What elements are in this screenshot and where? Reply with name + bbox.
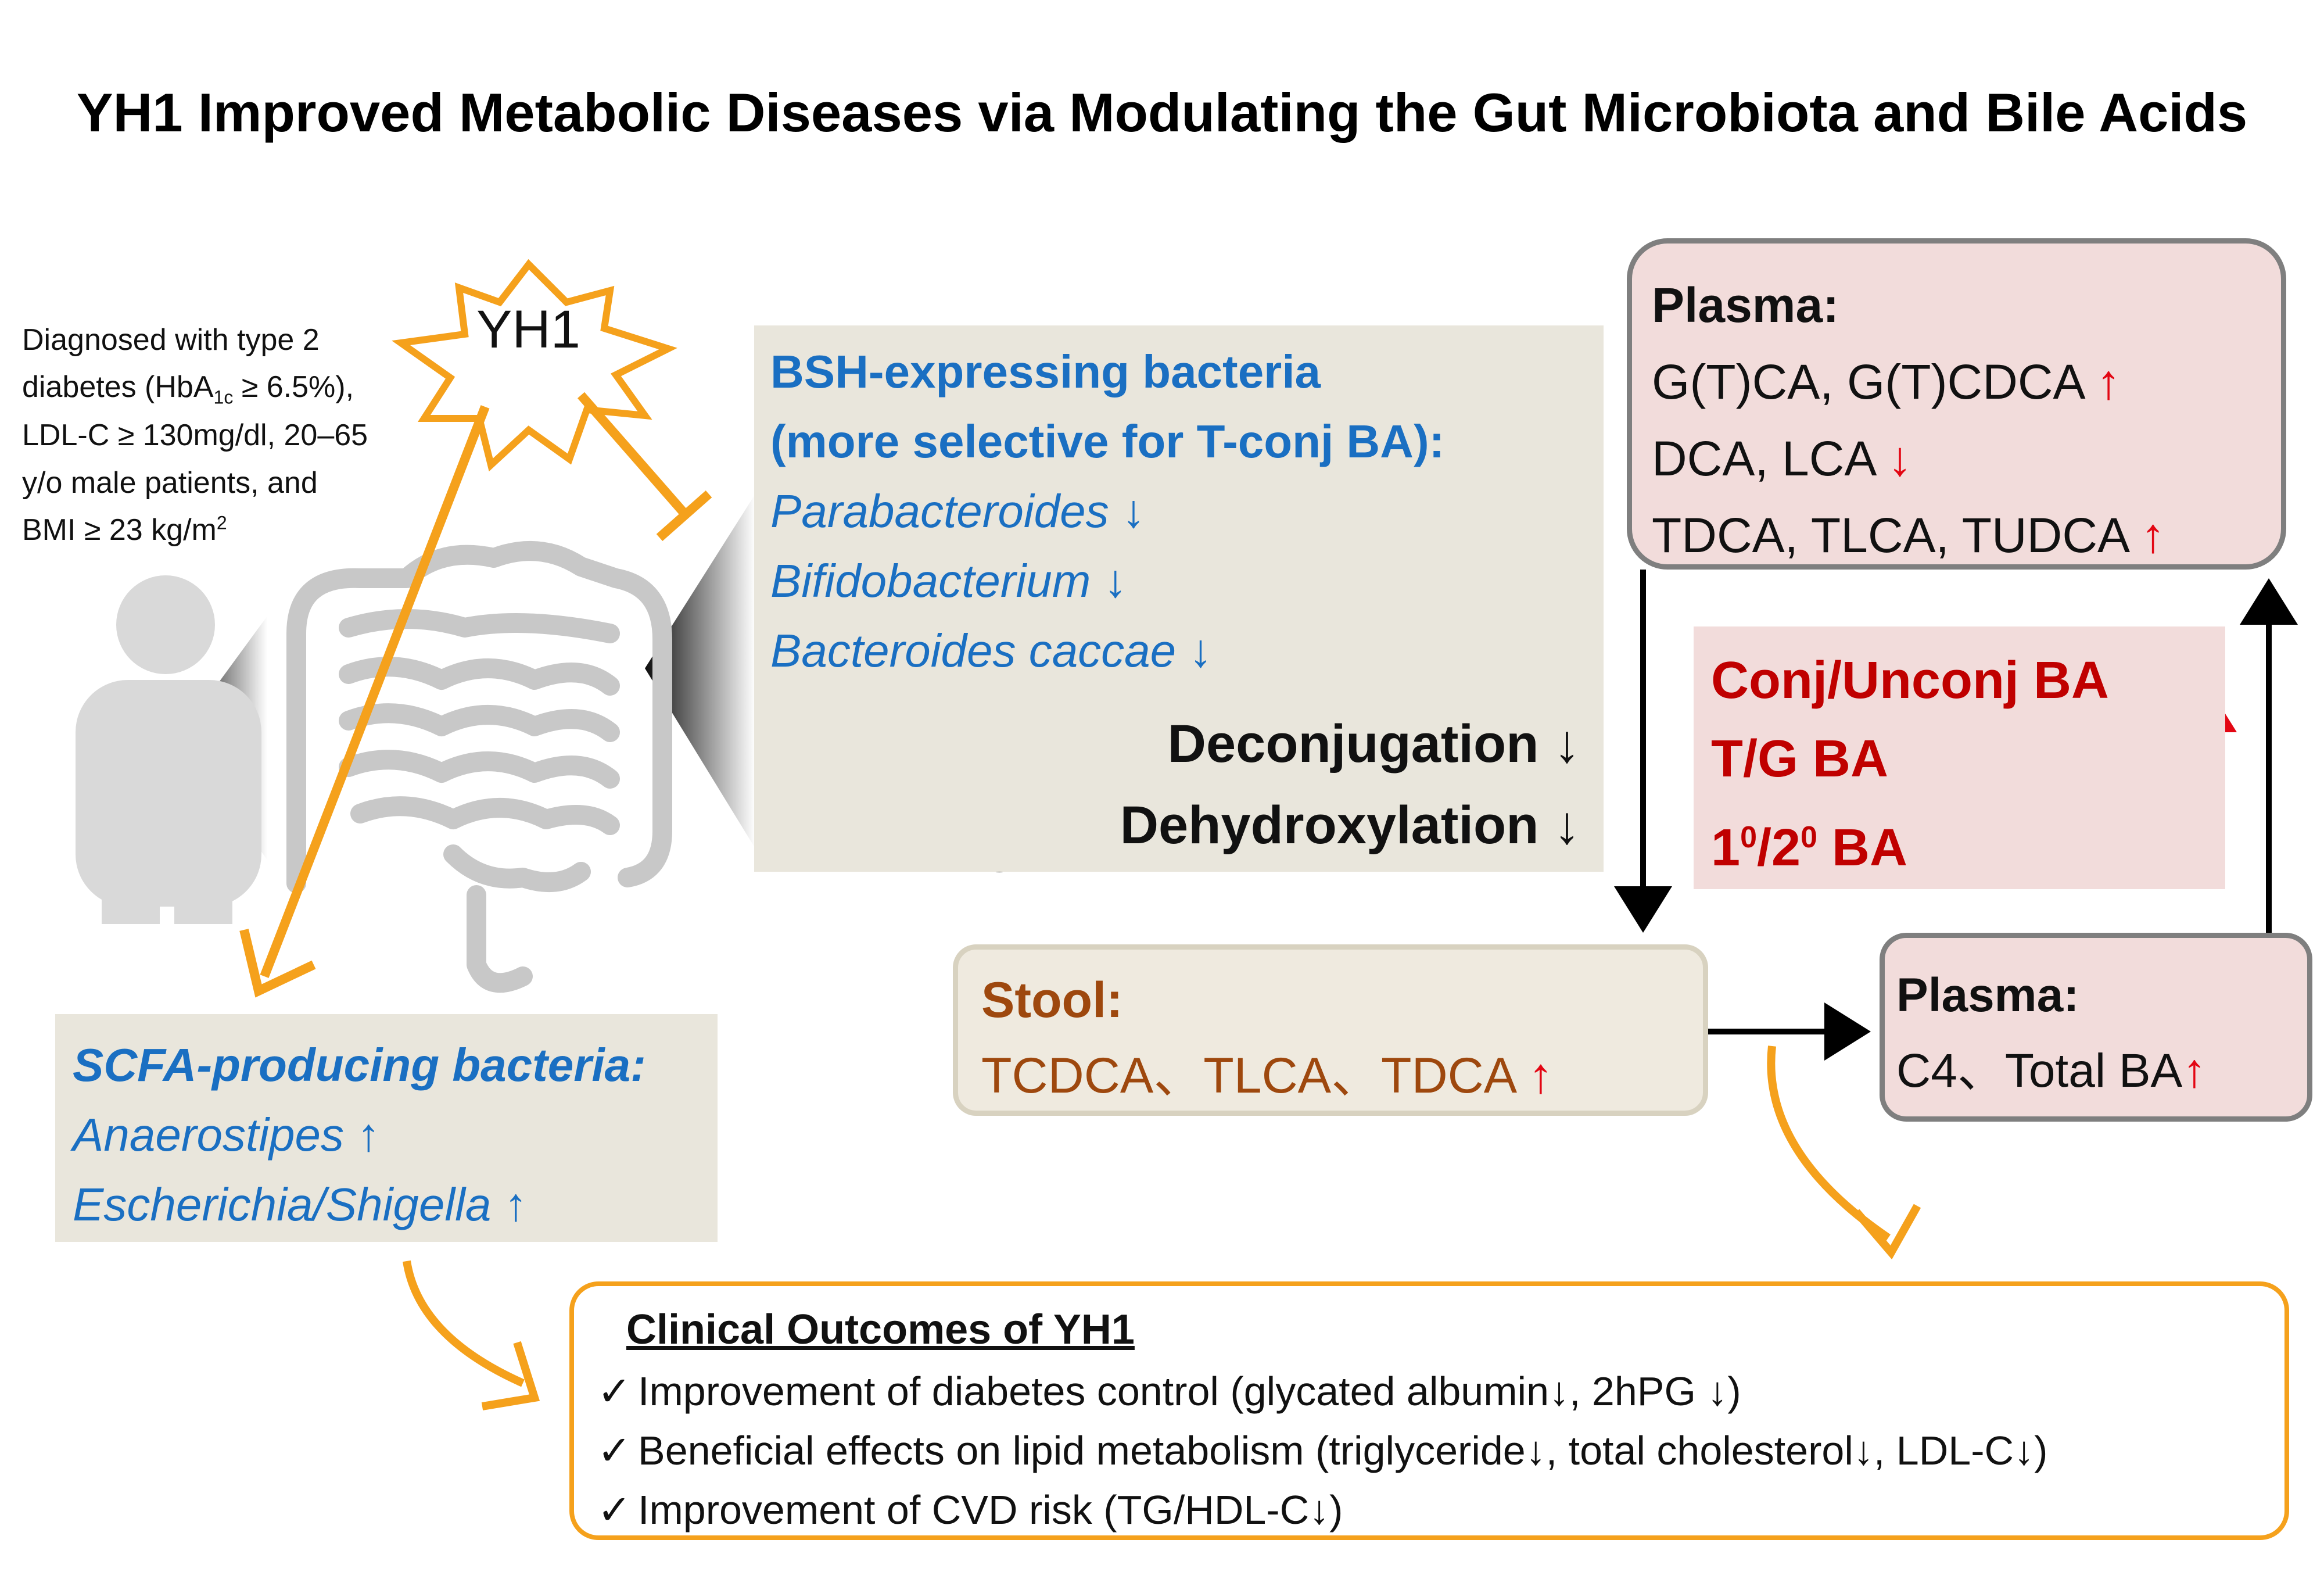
person-silhouette-icon [76, 575, 261, 924]
check-icon: ✓ [597, 1487, 632, 1533]
inhibition-icon [577, 392, 712, 541]
scfa-bacteria-box: SCFA-producing bacteria: Anaerostipes ↑ … [55, 1014, 718, 1242]
bsh-heading: BSH-expressing bacteria [770, 346, 1321, 398]
clinical-outcomes-title: Clinical Outcomes of YH1 [626, 1306, 1135, 1353]
stool-to-clinical-arrow [1767, 1045, 1891, 1241]
plasma-top-row: DCA, LCA ↓ [1652, 431, 1913, 486]
ratio-t-g: T/G BA [1711, 730, 1888, 788]
ba-ratio-box: Conj/Unconj BA T/G BA 10/20 BA [1694, 626, 2225, 889]
bsh-taxon: Parabacteroides ↓ [770, 485, 1145, 537]
yh1-to-scfa-arrow [260, 405, 490, 978]
patient-line: LDL-C ≥ 130mg/dl, 20–65 [22, 418, 368, 453]
plasma-top-box: Plasma: G(T)CA, G(T)CDCA ↑ DCA, LCA ↓ TD… [1627, 238, 2286, 570]
spotlight-cone-right [645, 494, 755, 848]
check-icon: ✓ [597, 1428, 632, 1473]
deconjugation-label: Deconjugation ↓ [1167, 714, 1580, 774]
clinical-outcomes-box: Clinical Outcomes of YH1 ✓Improvement of… [569, 1281, 2289, 1540]
check-icon: ✓ [597, 1369, 632, 1414]
intestine-icon [286, 541, 672, 993]
patient-description: Diagnosed with type 2 diabetes (HbA1c ≥ … [22, 317, 429, 554]
bsh-taxon: Bifidobacterium ↓ [770, 555, 1127, 607]
bsh-bacteria-box: BSH-expressing bacteria (more selective … [754, 325, 1604, 872]
scfa-taxon: Escherichia/Shigella ↑ [73, 1179, 528, 1230]
yh1-label: YH1 [476, 300, 580, 359]
stool-heading: Stool: [981, 972, 1123, 1028]
plasma-top-row: TDCA, TLCA, TUDCA ↑ [1652, 508, 2165, 563]
plasma-bottom-heading: Plasma: [1896, 969, 2079, 1022]
dehydroxylation-label: Dehydroxylation ↓ [1120, 796, 1580, 855]
clinical-outcome-item: ✓Improvement of diabetes control (glycat… [597, 1362, 2261, 1421]
plasma-top-heading: Plasma: [1652, 278, 1839, 332]
stool-box: Stool: TCDCA、TLCA、TDCA ↑ [953, 944, 1708, 1116]
patient-line: y/o male patients, and [22, 466, 318, 500]
bsh-taxon: Bacteroides caccae ↓ [770, 625, 1213, 676]
ratio-primary-secondary: 10/20 BA [1711, 819, 1907, 877]
page-title: YH1 Improved Metabolic Diseases via Modu… [76, 82, 2248, 143]
patient-line: diabetes (HbA1c ≥ 6.5%), [22, 370, 354, 408]
plasma-top-row: G(T)CA, G(T)CDCA ↑ [1652, 355, 2121, 409]
bsh-processes: Deconjugation ↓ Dehydroxylation ↓ [1120, 703, 1580, 866]
bsh-subheading: (more selective for T-conj BA): [770, 416, 1445, 467]
patient-line: Diagnosed with type 2 [22, 323, 320, 357]
starburst-icon [392, 259, 677, 472]
ratio-conj-unconj: Conj/Unconj BA [1711, 651, 2109, 710]
scfa-taxon: Anaerostipes ↑ [73, 1109, 381, 1161]
plasma-bottom-box: Plasma: C4、Total BA↑ [1880, 933, 2312, 1122]
plasma-bottom-values: C4、Total BA↑ [1896, 1044, 2207, 1097]
scfa-heading: SCFA-producing bacteria: [73, 1039, 646, 1091]
stool-values: TCDCA、TLCA、TDCA ↑ [981, 1048, 1554, 1104]
patient-line: BMI ≥ 23 kg/m2 [22, 512, 227, 547]
clinical-outcome-item: ✓Improvement of CVD risk (TG/HDL-C↓) [597, 1480, 2261, 1539]
clinical-outcome-item: ✓Beneficial effects on lipid metabolism … [597, 1421, 2261, 1480]
scfa-to-clinical-arrow [403, 1260, 525, 1387]
